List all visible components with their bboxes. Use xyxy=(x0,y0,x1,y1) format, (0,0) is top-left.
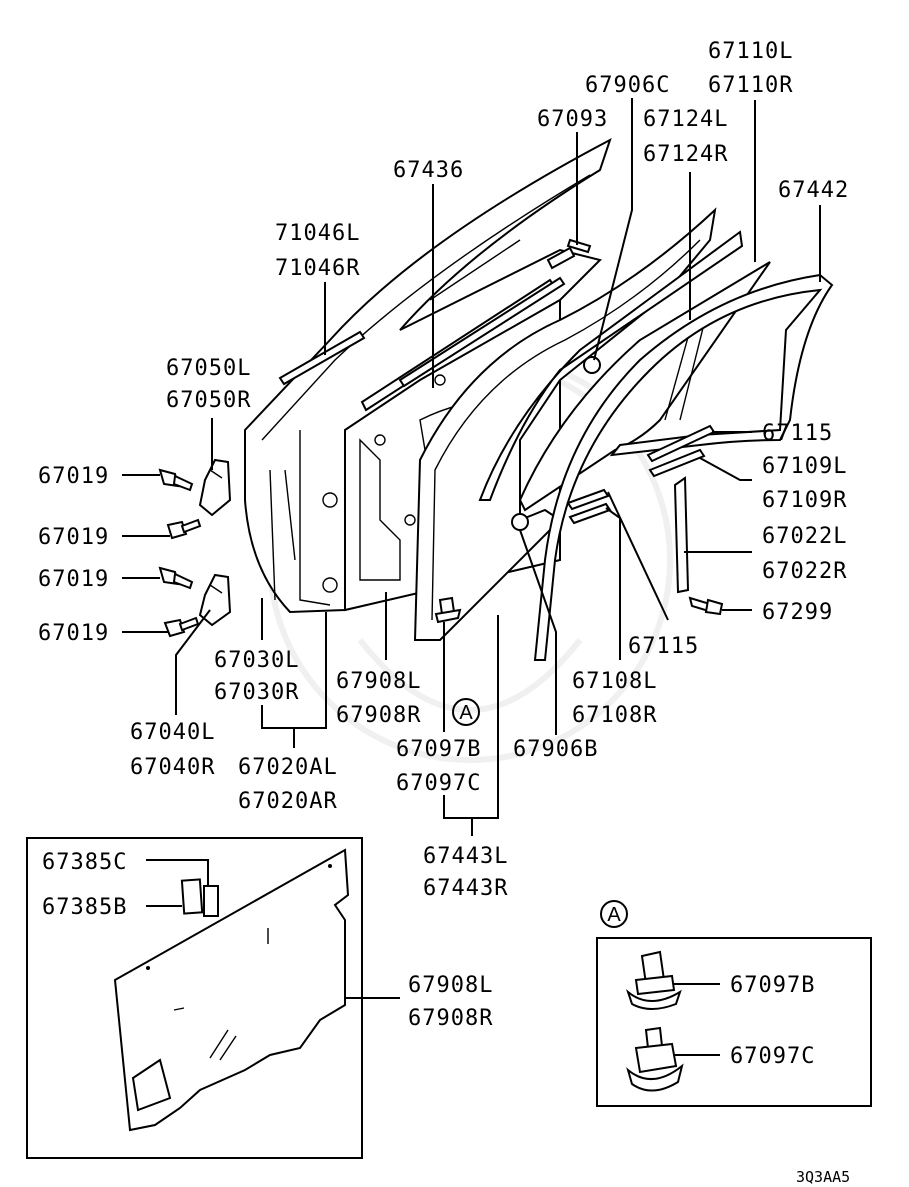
pads-67385 xyxy=(180,878,219,917)
label-67030r: 67030R xyxy=(214,680,299,705)
label-67019-4: 67019 xyxy=(38,621,109,646)
label-67443r: 67443R xyxy=(423,876,508,901)
label-67097b: 67097B xyxy=(396,737,481,762)
label-67093: 67093 xyxy=(537,107,608,132)
label-67019-1: 67019 xyxy=(38,464,109,489)
label-67097c-detail: 67097C xyxy=(730,1044,815,1069)
trim-panel-drawing xyxy=(113,848,350,1132)
grommet-67906c xyxy=(583,356,601,374)
callout-a-circle-main xyxy=(452,698,480,726)
part-labels: 67110L 67110R 67906C 67093 67124L 67124R… xyxy=(38,39,850,1186)
trim-panel-inset-box xyxy=(26,837,363,1159)
label-67030l: 67030L xyxy=(214,648,299,673)
label-67019-3: 67019 xyxy=(38,567,109,592)
label-67299: 67299 xyxy=(762,600,833,625)
label-67040l: 67040L xyxy=(130,720,215,745)
callout-a-main: A xyxy=(459,702,473,724)
label-67110l: 67110L xyxy=(708,39,793,64)
callout-a-detail: A xyxy=(607,904,621,926)
label-67110r: 67110R xyxy=(708,73,793,98)
label-67020ar: 67020AR xyxy=(238,789,338,814)
label-67050l: 67050L xyxy=(166,356,251,381)
label-71046l: 71046L xyxy=(275,221,360,246)
label-67908l-inset: 67908L xyxy=(408,973,493,998)
label-67109l: 67109L xyxy=(762,454,847,479)
clip-67097c-detail xyxy=(626,1026,684,1092)
label-67115-top: 67115 xyxy=(762,421,833,446)
label-67040r: 67040R xyxy=(130,755,215,780)
clip-on-door xyxy=(434,596,462,624)
grommet-67906b xyxy=(511,513,529,531)
label-67436: 67436 xyxy=(393,158,464,183)
belt-strips xyxy=(566,424,716,525)
label-67109r: 67109R xyxy=(762,488,847,513)
upper-moldings xyxy=(278,239,566,412)
label-67442: 67442 xyxy=(778,178,849,203)
label-67124r: 67124R xyxy=(643,142,728,167)
label-67022l: 67022L xyxy=(762,524,847,549)
leader-lines xyxy=(122,98,821,1056)
label-67019-2: 67019 xyxy=(38,525,109,550)
label-67908r-inset: 67908R xyxy=(408,1006,493,1031)
label-67020al: 67020AL xyxy=(238,755,338,780)
door-weatherstrip xyxy=(533,273,834,661)
detail-a-box xyxy=(596,937,872,1107)
label-67108r: 67108R xyxy=(572,703,657,728)
label-67443l: 67443L xyxy=(423,844,508,869)
label-67097b-detail: 67097B xyxy=(730,973,815,998)
label-67050r: 67050R xyxy=(166,388,251,413)
callout-a-circle-detail xyxy=(600,900,628,928)
label-71046r: 71046R xyxy=(275,256,360,281)
hinge-bolts xyxy=(158,468,202,638)
channel-67022 xyxy=(673,476,690,594)
clip-67097b-detail xyxy=(625,950,682,1010)
label-67385c: 67385C xyxy=(42,850,127,875)
bolt-67299 xyxy=(688,596,724,616)
screw-67093 xyxy=(546,238,592,270)
label-67022r: 67022R xyxy=(762,559,847,584)
label-67906b: 67906B xyxy=(513,737,598,762)
label-67097c: 67097C xyxy=(396,771,481,796)
label-67906c: 67906C xyxy=(585,73,670,98)
label-67115-bottom: 67115 xyxy=(628,634,699,659)
upper-hinge xyxy=(198,458,232,517)
label-67908r: 67908R xyxy=(336,703,421,728)
label-67124l: 67124L xyxy=(643,107,728,132)
diagram-code: 3Q3AA5 xyxy=(796,1168,850,1186)
label-67108l: 67108L xyxy=(572,669,657,694)
door-glass-sash xyxy=(413,207,744,641)
label-67908l: 67908L xyxy=(336,669,421,694)
label-67385b: 67385B xyxy=(42,895,127,920)
